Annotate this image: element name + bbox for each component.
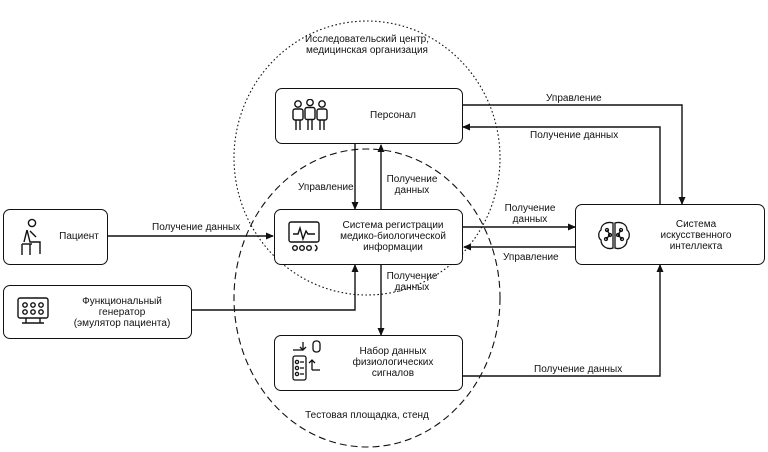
edge-ai-data-to-personnel <box>462 123 661 204</box>
personnel-label: Персонал <box>370 110 416 121</box>
dataset-label-line3: сигналов <box>371 368 415 379</box>
ai-node: Система искусственного интеллекта <box>575 204 765 265</box>
patient-label: Пациент <box>59 231 99 242</box>
generator-label-line3: (эмулятор пациента) <box>73 318 171 329</box>
edge-label-reg-data-to-ai-line2: данных <box>512 214 548 225</box>
registration-label-line3: информации <box>363 242 423 253</box>
edge-label-reg-data-to-ai-line1: Получение <box>504 203 556 214</box>
ai-label: Система искусственного интеллекта <box>638 219 754 252</box>
edge-label-reg-data-to-dataset-line2: данных <box>394 282 430 293</box>
research-center-label-line1: Исследовательский центр, <box>305 34 429 45</box>
edge-label-patient-data: Получение данных <box>152 222 241 233</box>
generator-label-line1: Функциональный <box>82 296 162 307</box>
test-site-region <box>233 148 501 448</box>
test-site-label: Тестовая площадка, стенд <box>305 410 429 421</box>
personnel-node: Персонал <box>275 88 463 144</box>
registration-label: Система регистрации медико-биологической… <box>327 220 459 253</box>
generator-icon <box>17 297 49 324</box>
generator-label-line2: генератор <box>98 307 146 318</box>
edge-label-dataset-data-to-ai: Получение данных <box>534 364 623 375</box>
people-icon <box>292 99 328 130</box>
research-center-label: Исследовательский центр, медицинская орг… <box>290 34 444 56</box>
registration-label-line1: Система регистрации <box>342 220 444 231</box>
patient-node: Пациент <box>3 209 108 265</box>
edge-label-ai-data-to-personnel: Получение данных <box>530 130 619 141</box>
edge-label-reg-data-to-personnel-line2: данных <box>394 185 430 196</box>
ai-label-line1: Система <box>675 219 717 230</box>
generator-label: Функциональный генератор (эмулятор пацие… <box>52 296 192 329</box>
edge-generator-to-reg <box>192 264 359 311</box>
research-center-region <box>233 20 501 296</box>
brain-icon <box>598 221 630 250</box>
edge-label-ai-control-to-reg: Управление <box>503 252 559 263</box>
edge-label-reg-data-to-ai: Получение данных <box>500 203 560 225</box>
edge-label-personnel-control: Управление <box>298 182 354 193</box>
ai-label-line3: интеллекта <box>669 241 723 252</box>
seated-person-icon <box>21 218 41 255</box>
dataset-node: Набор данных физиологических сигналов <box>274 335 463 391</box>
dataset-label-line1: Набор данных <box>359 346 427 357</box>
edge-label-ai-control-top: Управление <box>546 93 602 104</box>
registration-node: Система регистрации медико-биологической… <box>274 209 463 265</box>
dataset-icon <box>292 340 321 381</box>
dataset-label-line2: физиологических <box>352 357 434 368</box>
monitor-icon <box>288 221 320 252</box>
generator-node: Функциональный генератор (эмулятор пацие… <box>3 285 192 339</box>
edge-label-reg-data-to-dataset: Получение данных <box>382 271 442 293</box>
edge-label-reg-data-to-personnel-line1: Получение <box>386 174 438 185</box>
edge-ai-control-top <box>462 104 686 205</box>
registration-label-line2: медико-биологической <box>340 231 446 242</box>
ai-label-line2: искусственного <box>660 230 732 241</box>
dataset-label: Набор данных физиологических сигналов <box>333 346 453 379</box>
edge-dataset-data-to-ai <box>463 264 664 377</box>
edge-label-reg-data-to-personnel: Получение данных <box>382 174 442 196</box>
research-center-label-line2: медицинская организация <box>306 45 428 56</box>
edge-label-reg-data-to-dataset-line1: Получение <box>386 271 438 282</box>
